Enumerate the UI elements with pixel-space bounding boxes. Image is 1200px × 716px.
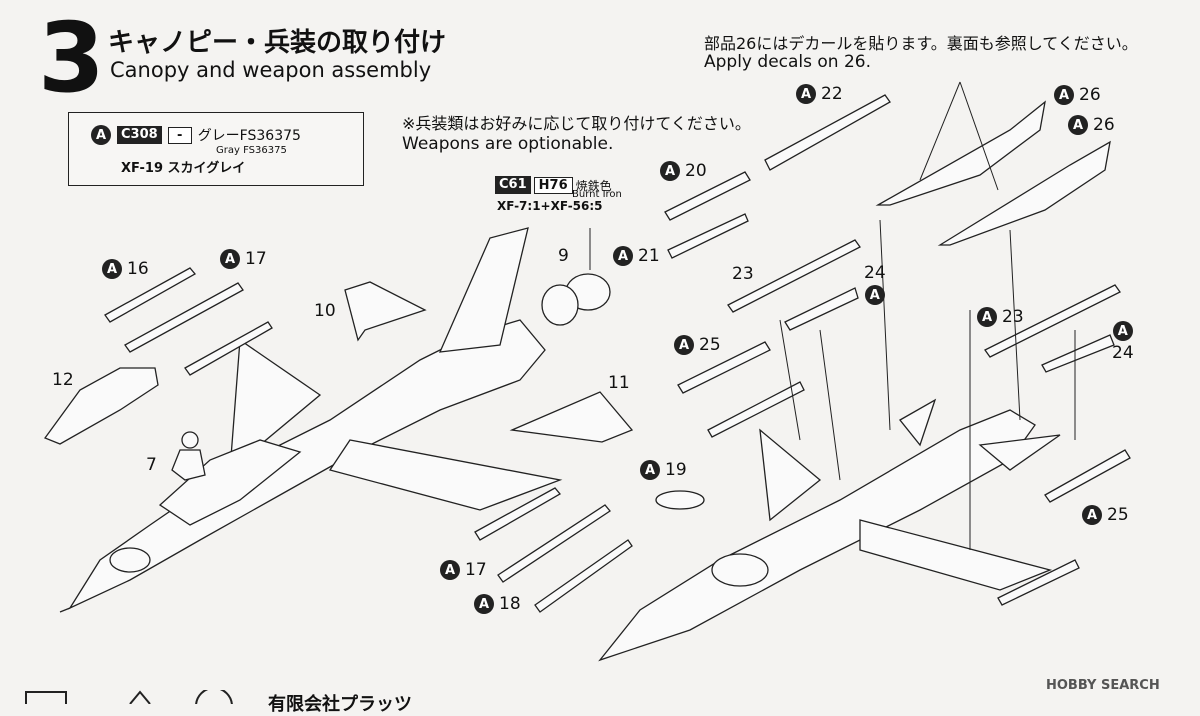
part-label-7: 7 — [146, 455, 157, 475]
part-label-18: A 18 — [474, 594, 521, 614]
iron-name-jp: 焼鉄色 — [575, 178, 612, 193]
color-marker-a: A — [91, 125, 111, 145]
marker-a-icon: A — [1054, 85, 1074, 105]
pilot-7-drawing — [171, 431, 206, 481]
marker-a-icon: A — [440, 560, 460, 580]
marker-a-icon: A — [640, 460, 660, 480]
right-weapons-drawing — [655, 94, 1131, 606]
part-label-24a: 24 A — [864, 263, 886, 305]
part-label-26b: A 26 — [1068, 115, 1115, 135]
part-label-22: A 22 — [796, 84, 843, 104]
part-label-23b: A 23 — [977, 307, 1024, 327]
iron-name-en: Burnt Iron — [572, 189, 622, 200]
weapons-note-en: Weapons are optionable. — [402, 134, 614, 154]
part-label-20: A 20 — [660, 161, 707, 181]
part-label-26a: A 26 — [1054, 85, 1101, 105]
footer-company: 有限会社プラッツ — [268, 694, 412, 715]
left-missiles-drawing — [104, 267, 633, 613]
step-number: 3 — [38, 2, 105, 114]
iron-mix: XF-7:1+XF-56:5 — [497, 199, 603, 213]
part-label-16: A 16 — [102, 259, 149, 279]
marker-a-icon: A — [674, 335, 694, 355]
marker-a-icon: A — [220, 249, 240, 269]
part-label-17b: A 17 — [440, 560, 487, 580]
marker-a-icon: A — [1112, 321, 1133, 341]
watermark-text: HOBBY SEARCH — [1046, 678, 1160, 693]
color-name-jp: グレーFS36375 — [197, 128, 301, 144]
iron-code-light: H76 — [533, 176, 573, 194]
color-mix: XF-19 スカイグレイ — [121, 161, 246, 176]
decal-note-en: Apply decals on 26. — [704, 52, 872, 72]
right-aircraft-drawing — [598, 398, 1061, 662]
marker-a-icon: A — [1068, 115, 1088, 135]
step-title-jp: キャノピー・兵装の取り付け — [108, 28, 447, 58]
marker-a-icon: A — [102, 259, 122, 279]
bottom-symbols — [25, 690, 233, 704]
marker-a-icon: A — [1082, 505, 1102, 525]
marker-a-icon: A — [977, 307, 997, 327]
part-label-12: 12 — [52, 370, 74, 390]
color-legend-gray: A C308 - グレーFS36375 Gray FS36375 XF-19 ス… — [68, 112, 364, 186]
part-9-drawing — [541, 273, 611, 326]
step-title-en: Canopy and weapon assembly — [110, 58, 432, 82]
canopy-12-drawing — [43, 367, 159, 445]
part-10-drawing — [344, 281, 427, 342]
part-label-17a: A 17 — [220, 249, 267, 269]
marker-a-icon: A — [474, 594, 494, 614]
part-label-21: A 21 — [613, 246, 660, 266]
marker-a-icon: A — [864, 285, 885, 305]
iron-code-dark: C61 — [495, 176, 531, 194]
color-legend-iron: C61 H76 焼鉄色 — [495, 176, 612, 194]
weapons-note-jp: ※兵装類はお好みに応じて取り付けてください。 — [402, 114, 751, 133]
part-11-drawing — [509, 391, 634, 443]
part-label-10: 10 — [314, 301, 336, 321]
color-code-light: - — [167, 126, 192, 144]
color-name-en: Gray FS36375 — [216, 145, 287, 156]
decal-note-jp: 部品26にはデカールを貼ります。裏面も参照してください。 — [704, 34, 1138, 53]
part-label-19: A 19 — [640, 460, 687, 480]
marker-a-icon: A — [613, 246, 633, 266]
marker-a-icon: A — [660, 161, 680, 181]
marker-a-icon: A — [796, 84, 816, 104]
left-aircraft-drawing — [59, 227, 563, 613]
part-label-24b: A 24 — [1112, 321, 1134, 363]
part-label-11: 11 — [608, 373, 630, 393]
color-code-dark: C308 — [117, 126, 162, 144]
part-label-9: 9 — [558, 246, 569, 266]
part-label-23a: 23 — [732, 264, 754, 284]
leader-lines — [589, 81, 1076, 550]
part-label-25a: A 25 — [674, 335, 721, 355]
part-label-25b: A 25 — [1082, 505, 1129, 525]
